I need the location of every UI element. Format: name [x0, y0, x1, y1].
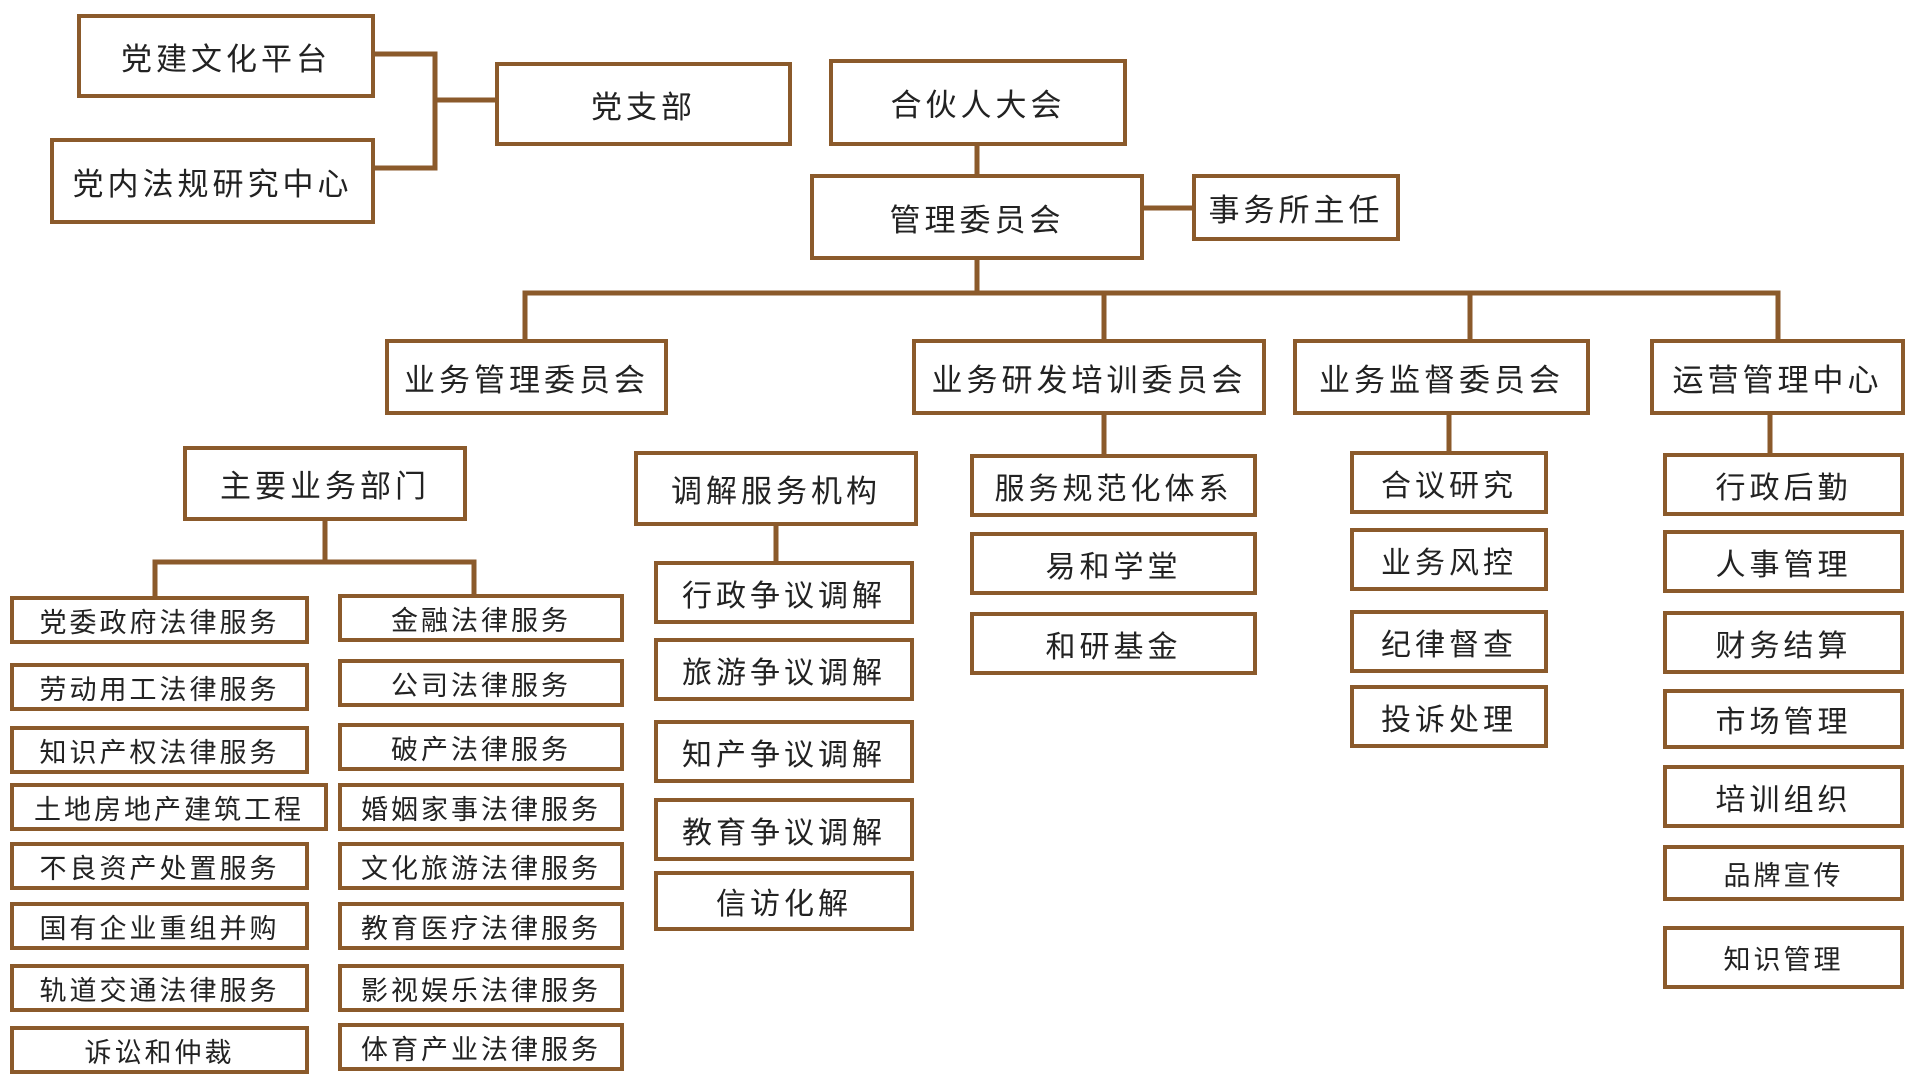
management-committee-box: 管理委员会 — [810, 174, 1144, 260]
dept-left-item: 党委政府法律服务 — [10, 596, 309, 644]
mediation-item: 教育争议调解 — [654, 798, 914, 861]
rd-training-item: 易和学堂 — [970, 532, 1257, 595]
dept-left-item: 诉讼和仲裁 — [10, 1026, 309, 1074]
dept-left-item: 劳动用工法律服务 — [10, 663, 309, 711]
mediation-item: 信访化解 — [654, 871, 914, 931]
mediation-item: 行政争议调解 — [654, 561, 914, 624]
operations-item: 行政后勤 — [1663, 453, 1904, 516]
mediation-item: 知产争议调解 — [654, 720, 914, 783]
operations-item: 培训组织 — [1663, 765, 1904, 828]
firm-director-box: 事务所主任 — [1192, 174, 1400, 241]
rd-training-committee-box: 业务研发培训委员会 — [912, 339, 1266, 415]
dept-right-item: 体育产业法律服务 — [338, 1023, 624, 1071]
party-branch-box: 党支部 — [495, 62, 792, 146]
operations-item: 财务结算 — [1663, 611, 1904, 674]
dept-left-item: 国有企业重组并购 — [10, 902, 309, 950]
supervision-item: 合议研究 — [1350, 451, 1548, 514]
dept-left-item: 土地房地产建筑工程 — [10, 783, 328, 831]
dept-right-item: 教育医疗法律服务 — [338, 902, 624, 950]
supervision-item: 投诉处理 — [1350, 685, 1548, 748]
operations-item: 人事管理 — [1663, 530, 1904, 593]
main-departments-box: 主要业务部门 — [183, 446, 467, 521]
mediation-box: 调解服务机构 — [634, 451, 918, 526]
operations-item: 市场管理 — [1663, 689, 1904, 749]
supervision-item: 业务风控 — [1350, 528, 1548, 591]
dept-left-item: 轨道交通法律服务 — [10, 964, 309, 1012]
dept-right-item: 婚姻家事法律服务 — [338, 783, 624, 831]
operations-item: 知识管理 — [1663, 926, 1904, 989]
party-regulation-center-box: 党内法规研究中心 — [50, 138, 375, 224]
supervision-committee-box: 业务监督委员会 — [1293, 339, 1590, 415]
rd-training-item: 和研基金 — [970, 612, 1257, 675]
operations-item: 品牌宣传 — [1663, 845, 1904, 901]
dept-right-item: 影视娱乐法律服务 — [338, 964, 624, 1012]
dept-left-item: 知识产权法律服务 — [10, 726, 309, 774]
dept-left-item: 不良资产处置服务 — [10, 842, 309, 890]
party-culture-platform-box: 党建文化平台 — [77, 14, 375, 98]
mediation-item: 旅游争议调解 — [654, 638, 914, 701]
dept-right-item: 破产法律服务 — [338, 723, 624, 771]
partners-assembly-box: 合伙人大会 — [829, 59, 1127, 146]
operations-center-box: 运营管理中心 — [1650, 339, 1905, 415]
supervision-item: 纪律督查 — [1350, 610, 1548, 673]
dept-right-item: 文化旅游法律服务 — [338, 842, 624, 890]
business-management-committee-box: 业务管理委员会 — [385, 339, 668, 415]
rd-training-item: 服务规范化体系 — [970, 454, 1257, 517]
dept-right-item: 公司法律服务 — [338, 659, 624, 707]
dept-right-item: 金融法律服务 — [338, 594, 624, 642]
